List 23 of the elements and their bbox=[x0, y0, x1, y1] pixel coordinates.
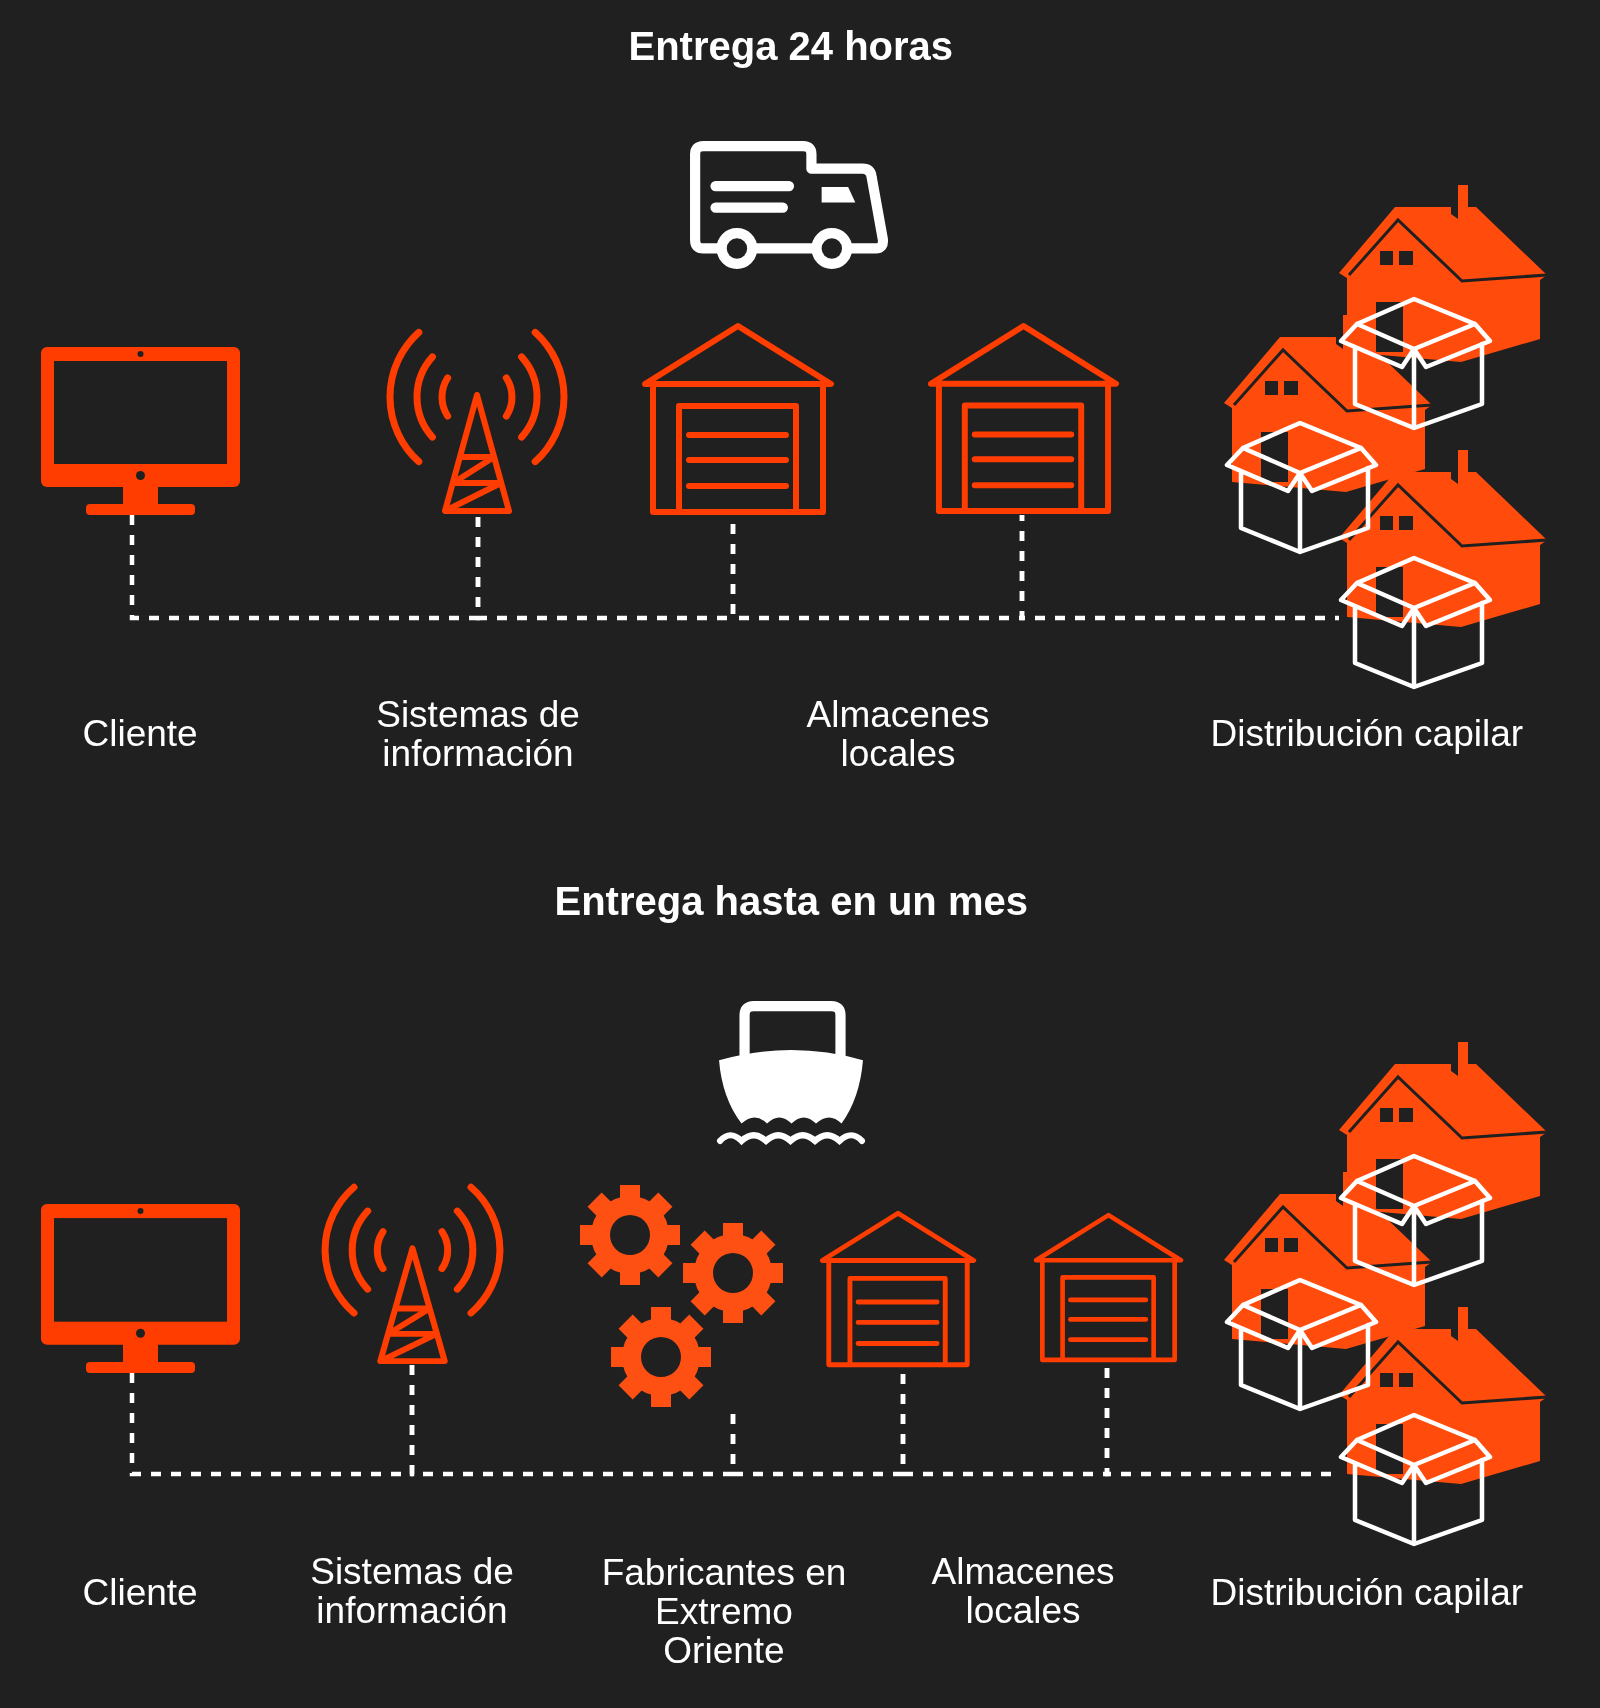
caption: Cliente bbox=[82, 1572, 198, 1612]
caption: Fabricantes en Extremo Oriente bbox=[600, 1552, 848, 1670]
caption: Almacenes locales bbox=[805, 695, 991, 773]
caption: Sistemas de información bbox=[375, 695, 581, 773]
caption: Distribución capilar bbox=[1210, 713, 1524, 753]
monitor-icon bbox=[41, 347, 240, 515]
house-with-box-icon bbox=[1339, 1307, 1549, 1545]
caption: Distribución capilar bbox=[1210, 1572, 1524, 1612]
gears-icon bbox=[580, 1184, 783, 1408]
section-heading: Entrega 24 horas bbox=[628, 23, 954, 70]
section-heading: Entrega hasta en un mes bbox=[554, 878, 1028, 925]
warehouse-icon bbox=[641, 322, 835, 516]
warehouse-icon bbox=[927, 322, 1120, 515]
dashed-connector bbox=[129, 515, 481, 621]
house-with-box-icon bbox=[1339, 450, 1549, 688]
caption: Sistemas de información bbox=[309, 1552, 515, 1630]
monitor-icon bbox=[41, 1204, 240, 1373]
caption: Almacenes locales bbox=[930, 1552, 1116, 1630]
dashed-connector bbox=[409, 1365, 736, 1477]
warehouse-icon bbox=[1033, 1212, 1184, 1363]
dashed-connector bbox=[1019, 515, 1339, 621]
caption: Cliente bbox=[82, 713, 198, 753]
warehouse-icon bbox=[819, 1210, 977, 1368]
